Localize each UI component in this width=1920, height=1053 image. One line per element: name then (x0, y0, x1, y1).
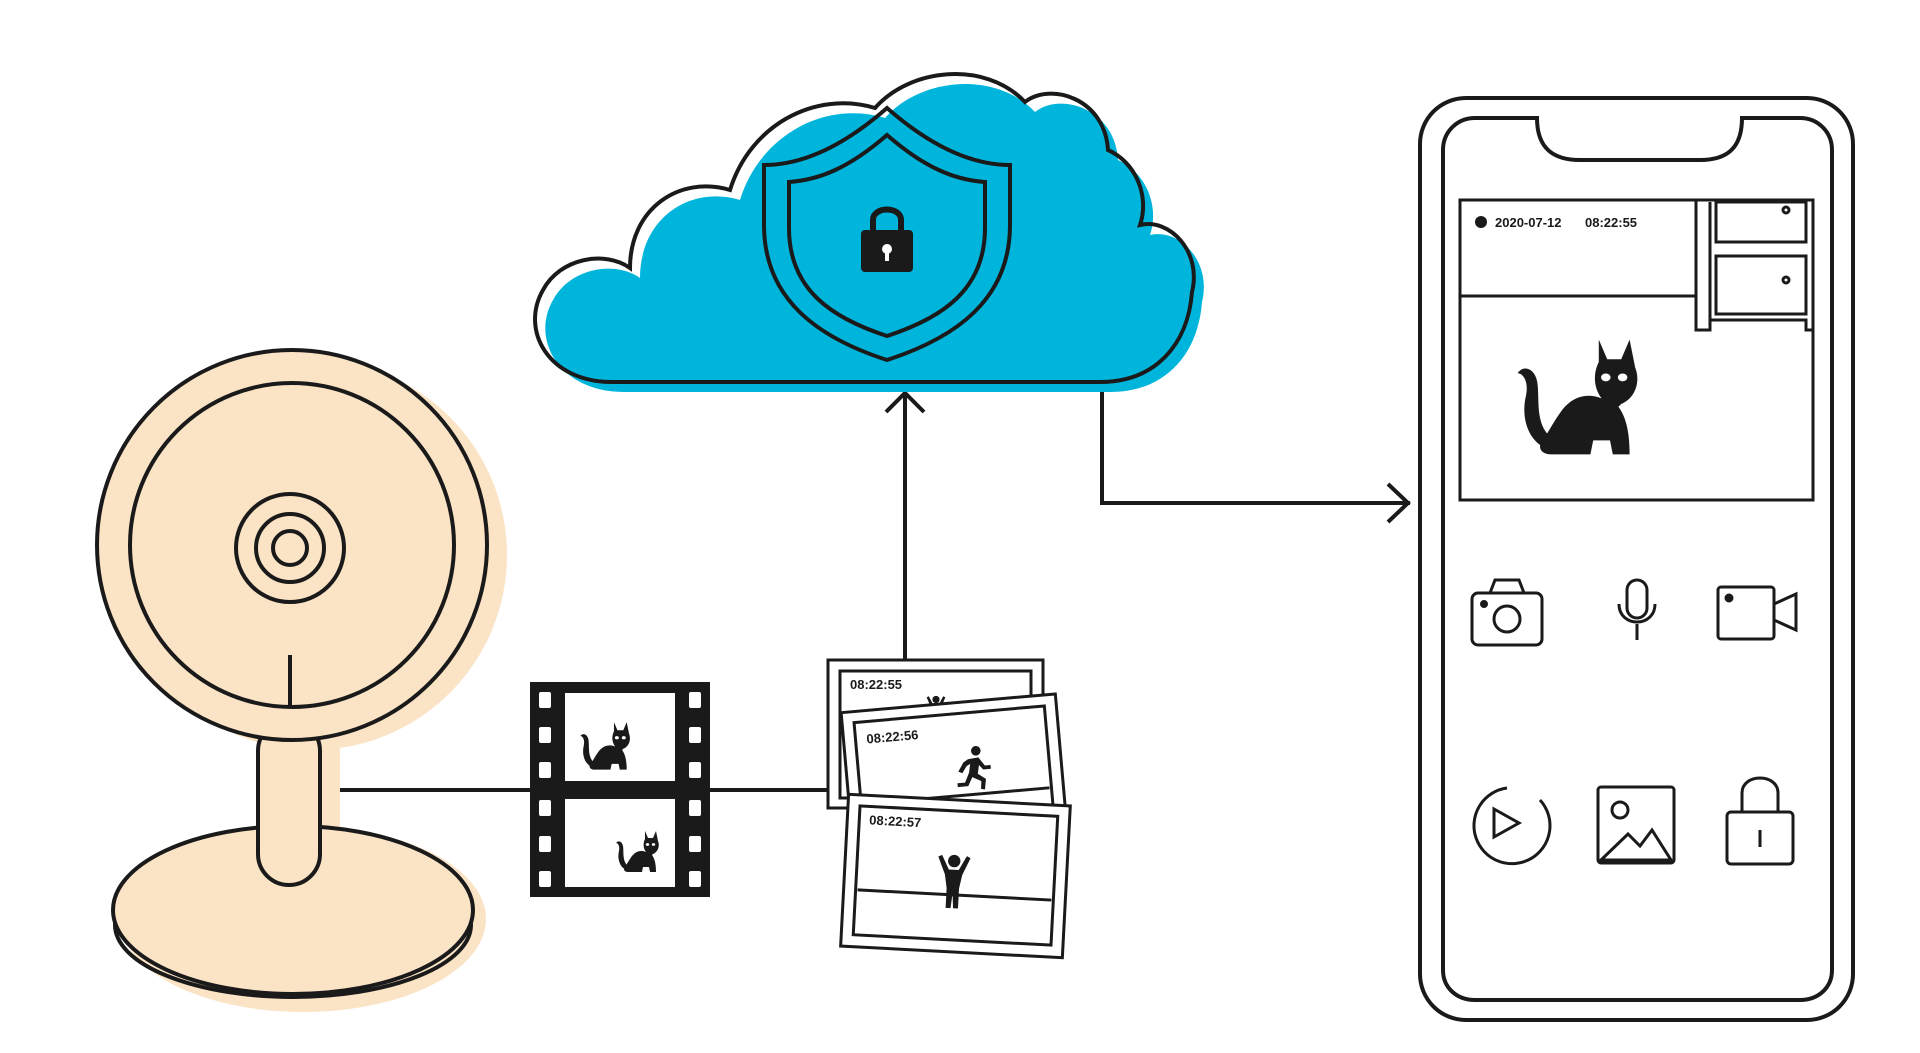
gallery-icon[interactable] (1596, 785, 1676, 865)
connector-lines (320, 386, 1411, 792)
microphone-icon[interactable] (1617, 578, 1657, 640)
video-camera-icon[interactable] (1716, 585, 1798, 641)
camera-icon[interactable] (1470, 578, 1544, 647)
security-camera-icon (95, 348, 507, 1012)
snapshot-item: 08:22:57 (839, 792, 1072, 960)
snapshot-photos-icon: 08:22:55 08:22:56 08:22:57 (826, 658, 1072, 960)
snapshot-timestamp: 08:22:55 (850, 677, 902, 692)
live-view-screen[interactable]: 2020-07-12 08:22:55 (1458, 198, 1815, 502)
live-view-time: 08:22:55 (1585, 215, 1637, 230)
dresser (1694, 200, 1813, 332)
lock-icon[interactable] (1725, 776, 1795, 866)
snapshot-timestamp: 08:22:57 (869, 812, 922, 830)
smartphone-icon: 2020-07-12 08:22:55 (1418, 96, 1855, 1022)
playback-icon[interactable] (1472, 786, 1552, 866)
shield-lock-icon (762, 105, 1012, 363)
recording-dot-icon (1475, 216, 1487, 228)
snapshot-timestamp: 08:22:56 (866, 727, 919, 746)
cloud-icon (533, 72, 1204, 393)
film-strip-icon (530, 682, 710, 897)
live-view-date: 2020-07-12 (1495, 215, 1562, 230)
